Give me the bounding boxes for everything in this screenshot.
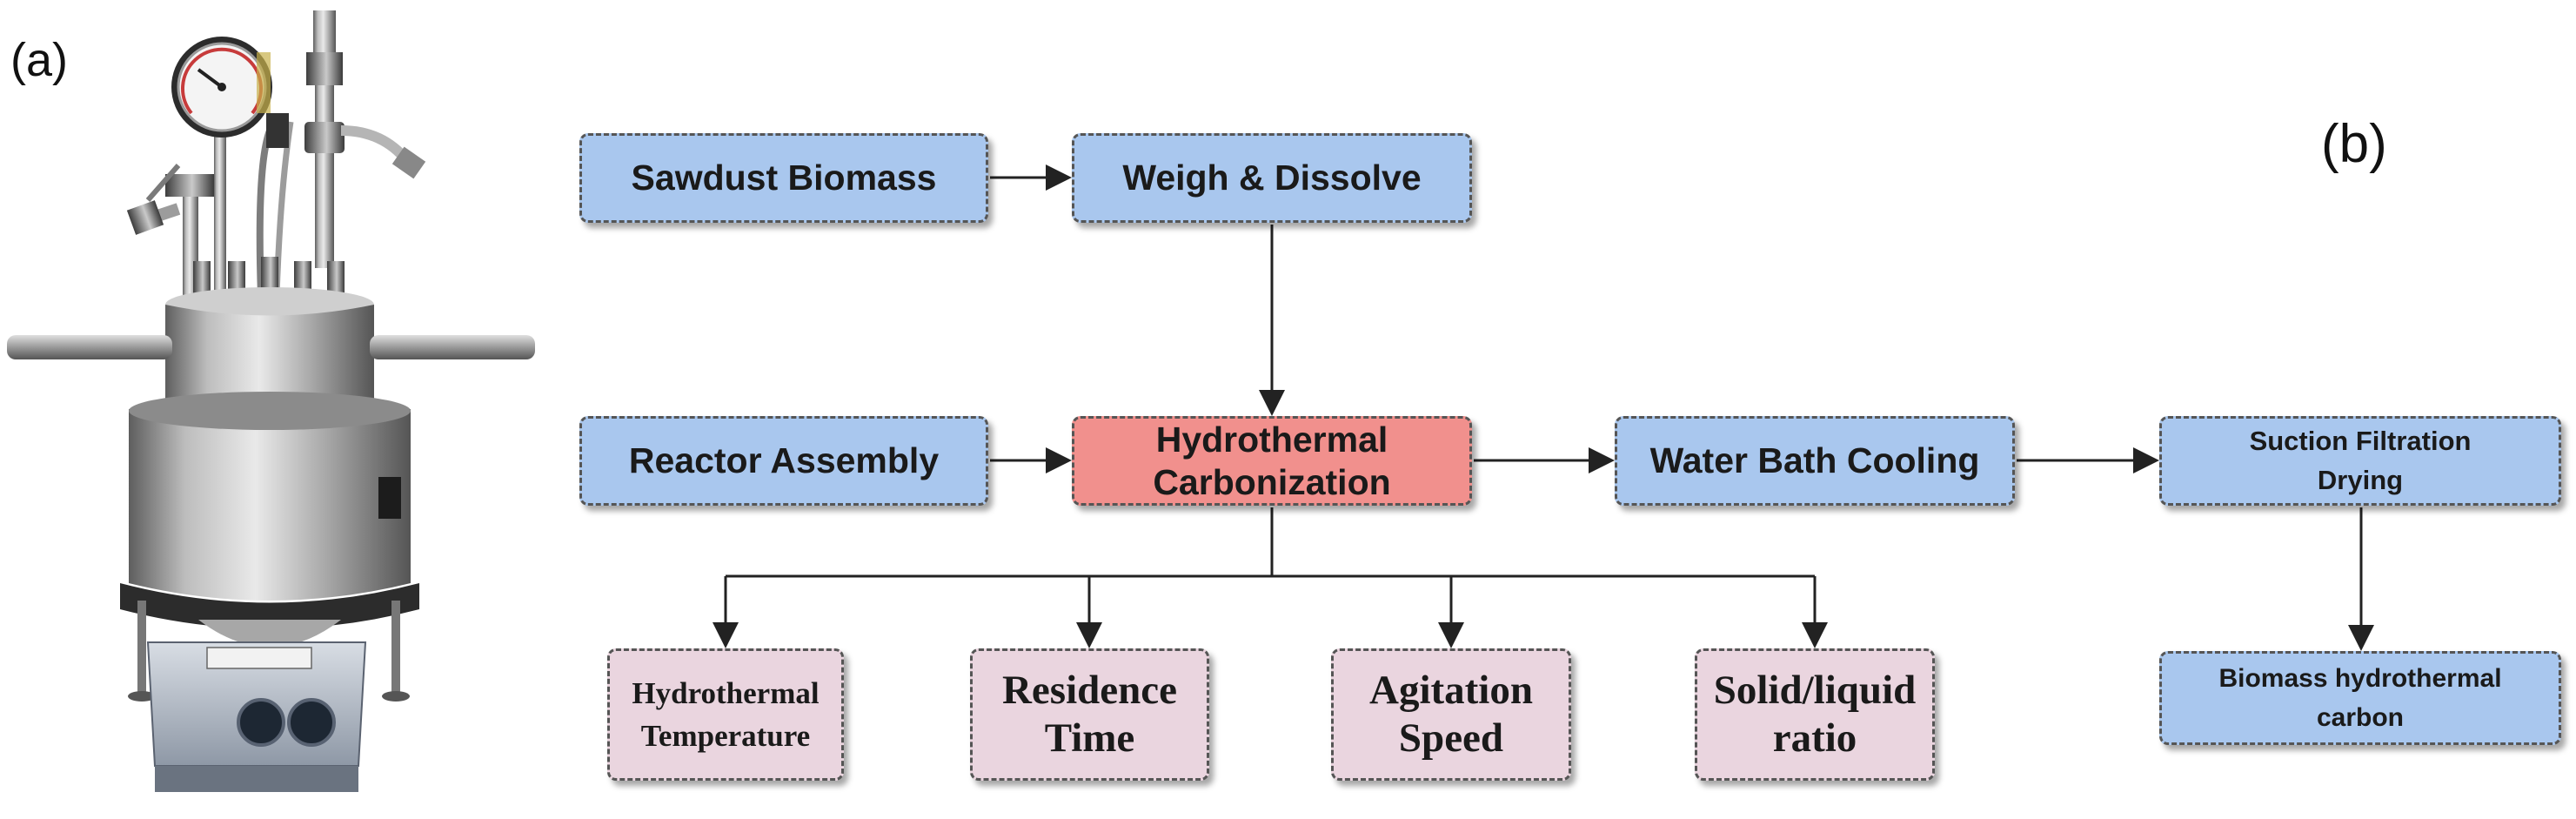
param-label-line1: Residence bbox=[1001, 667, 1177, 713]
node-label: Sawdust Biomass bbox=[631, 158, 937, 198]
stirrer-knob-left bbox=[237, 698, 285, 747]
node-sawdust-biomass: Sawdust Biomass bbox=[579, 133, 988, 223]
node-hydrothermal-carbonization: Hydrothermal Carbonization bbox=[1072, 416, 1472, 506]
param-label-line2: Time bbox=[1044, 715, 1135, 761]
param-label-line1: Agitation bbox=[1369, 667, 1533, 713]
param-label-line1: Hydrothermal bbox=[632, 675, 820, 710]
node-label-line2: carbon bbox=[2316, 703, 2405, 732]
node-label: Reactor Assembly bbox=[628, 440, 940, 481]
param-label-line2: Speed bbox=[1398, 715, 1504, 761]
param-hydrothermal-temperature: Hydrothermal Temperature bbox=[607, 648, 844, 781]
param-residence-time: Residence Time bbox=[970, 648, 1209, 781]
node-weigh-dissolve: Weigh & Dissolve bbox=[1072, 133, 1472, 223]
node-label: Water Bath Cooling bbox=[1649, 440, 1980, 481]
node-label-line2: Carbonization bbox=[1153, 461, 1391, 502]
reactor-illustration bbox=[7, 10, 535, 792]
param-label-line2: ratio bbox=[1772, 715, 1857, 761]
param-solid-liquid-ratio: Solid/liquid ratio bbox=[1695, 648, 1935, 781]
param-label-line1: Solid/liquid bbox=[1713, 667, 1917, 713]
panel-label-b: (b) bbox=[2321, 114, 2387, 174]
node-label-line2: Drying bbox=[2317, 464, 2404, 495]
param-label-line2: Temperature bbox=[640, 719, 811, 753]
node-water-bath-cooling: Water Bath Cooling bbox=[1615, 416, 2015, 506]
node-reactor-assembly: Reactor Assembly bbox=[579, 416, 988, 506]
node-suction-filtration-drying: Suction Filtration Drying bbox=[2159, 416, 2561, 506]
node-label-line1: Hydrothermal bbox=[1155, 420, 1388, 460]
node-label-line1: Suction Filtration bbox=[2249, 425, 2472, 456]
panel-label-a: (a) bbox=[10, 34, 68, 86]
node-biomass-hydrothermal-carbon: Biomass hydrothermal carbon bbox=[2159, 651, 2561, 745]
param-agitation-speed: Agitation Speed bbox=[1331, 648, 1571, 781]
stirrer-knob-right bbox=[287, 698, 336, 747]
node-label: Weigh & Dissolve bbox=[1122, 158, 1422, 198]
node-label-line1: Biomass hydrothermal bbox=[2218, 663, 2502, 693]
